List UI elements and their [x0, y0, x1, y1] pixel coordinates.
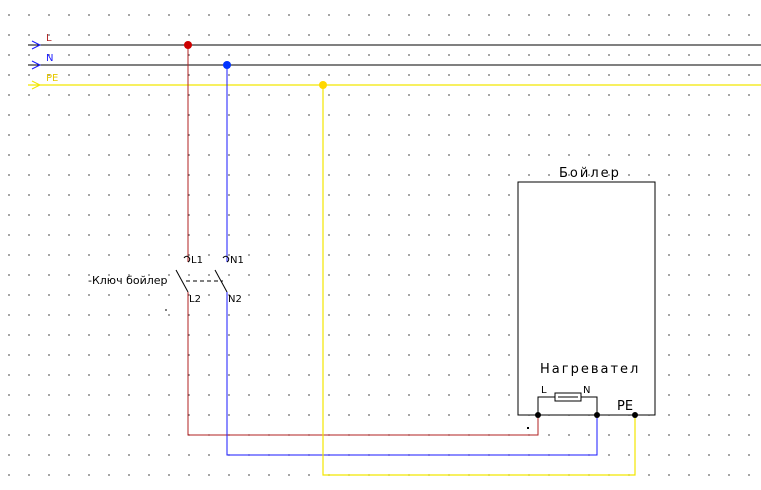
junction-n-dot — [223, 61, 231, 69]
terminal-n-dot — [594, 412, 600, 418]
bus-n-arrow-icon — [31, 60, 42, 70]
junctions — [184, 41, 327, 89]
wires — [187, 45, 636, 476]
bus-pe-label: PE — [46, 73, 58, 84]
switch-pin-n2: N2 — [228, 294, 242, 305]
bus-lines: L N PE — [28, 33, 761, 90]
bus-pe-arrow-icon — [31, 80, 42, 90]
switch-pin-l1: L1 — [191, 255, 203, 266]
switch-blade-l — [175, 269, 189, 293]
bus-n-label: N — [46, 53, 53, 64]
switch-name-label: -Ключ бойлер — [88, 274, 168, 287]
heater-wire-right — [581, 396, 598, 415]
wire-l-lower — [187, 292, 539, 436]
boiler-title: Бойлер — [559, 166, 621, 181]
junction-l-dot — [184, 41, 192, 49]
switch-pin-n1: N1 — [230, 255, 244, 266]
heater-pin-l: L — [541, 385, 547, 396]
switch-contact-n-arc — [222, 255, 230, 263]
boiler-outline — [517, 181, 656, 416]
heater-pin-n: N — [583, 385, 590, 396]
terminal-l-mark — [527, 427, 529, 429]
heater-wire — [537, 396, 555, 415]
heater-title: Нагревател — [540, 362, 640, 377]
wire-n-lower — [226, 292, 598, 456]
boiler-block[interactable]: Бойлер Нагревател L N PE — [517, 166, 656, 429]
boiler-pe-label: PE — [617, 399, 633, 414]
bus-l-arrow-icon — [31, 40, 42, 50]
bus-l-label: L — [46, 33, 52, 44]
switch-boiler[interactable]: -Ключ бойлер L1 N1 L2 N2 — [88, 255, 244, 311]
switch-contact-l-arc — [183, 255, 191, 263]
junction-pe-dot — [319, 81, 327, 89]
terminal-l-dot — [535, 412, 541, 418]
terminal-pe-dot — [632, 412, 638, 418]
heater-element: L N — [537, 385, 598, 416]
switch-pin-l2: L2 — [189, 294, 201, 305]
wire-pe — [322, 85, 636, 476]
